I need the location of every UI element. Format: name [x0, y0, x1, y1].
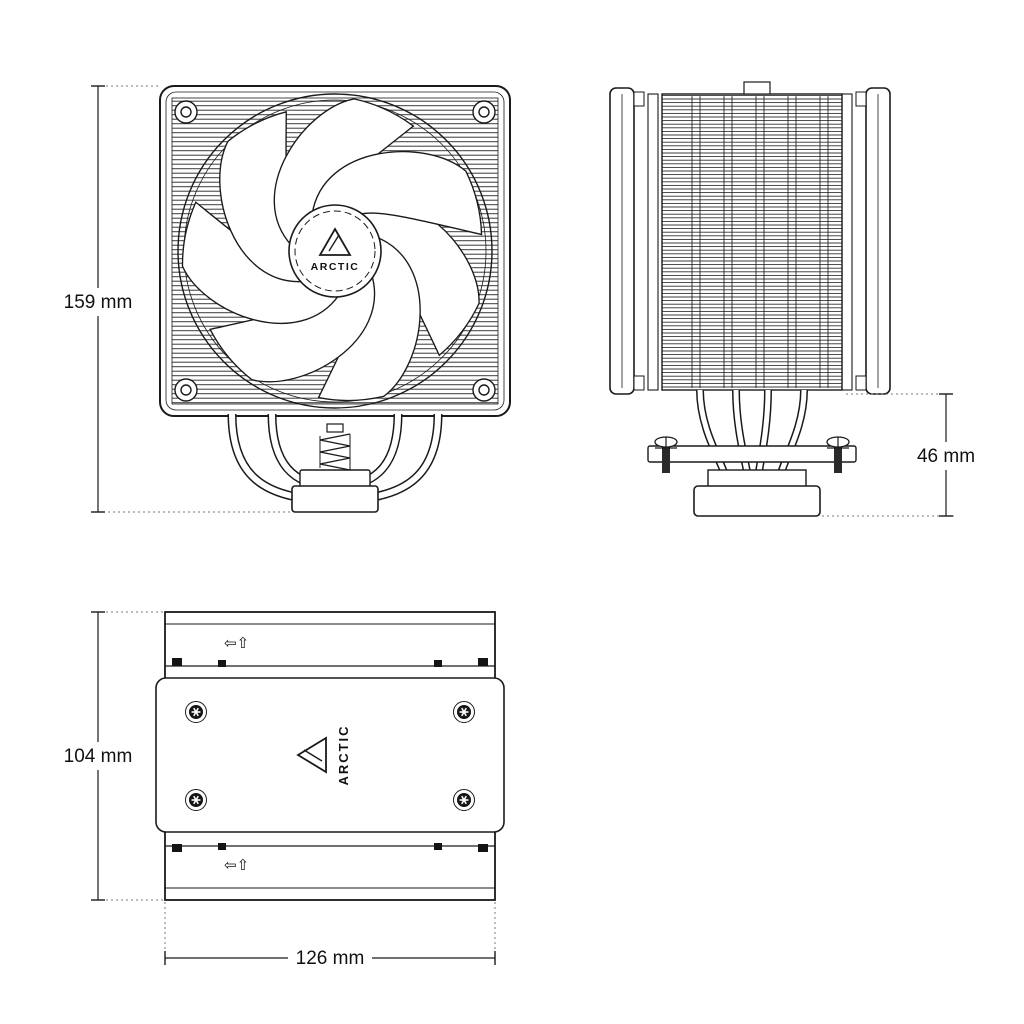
top-view: ⇦⇧ ⇦⇧ ARCTIC: [155, 611, 505, 901]
mounting-crossbar: [647, 445, 857, 463]
mounting-rail-right: [841, 93, 853, 391]
base-side: [693, 469, 821, 517]
dimension-label-base-height: 46 mm: [917, 446, 975, 467]
side-view: [609, 81, 891, 517]
dimension-front-height: 159 mm: [60, 85, 290, 513]
clip-notches: [172, 658, 488, 852]
mounting-rail-left: [647, 93, 659, 391]
torx-screw: [452, 700, 476, 724]
fan-frame-inner-edge: [165, 91, 505, 411]
fan-corner-screw: [174, 100, 198, 124]
dimension-label-height: 159 mm: [64, 292, 133, 313]
dimension-top-width: 126 mm: [164, 902, 496, 972]
top-plate-notch: [743, 81, 771, 95]
heatpipe-columns: [691, 96, 829, 388]
direction-arrows-top-icon: ⇦⇧: [224, 635, 249, 652]
fan-corner-screw: [472, 100, 496, 124]
fan-hub: ARCTIC: [288, 204, 382, 298]
arctic-triangle-swoosh: [303, 749, 323, 762]
heatpipes-side: [696, 389, 808, 480]
fan-corner-screw: [472, 378, 496, 402]
direction-arrows-bottom-icon: ⇦⇧: [224, 857, 249, 874]
fan-clip: [855, 375, 867, 391]
arctic-logo-top: ARCTIC: [296, 724, 351, 786]
arctic-triangle-swoosh: [328, 234, 340, 252]
fan-corner-screw: [174, 378, 198, 402]
torx-screw: [184, 788, 208, 812]
brand-text-front: ARCTIC: [311, 261, 360, 273]
heatsink-top-plate: [155, 677, 505, 833]
dimension-label-depth: 104 mm: [64, 746, 133, 767]
dimension-top-depth: 104 mm: [56, 611, 163, 901]
fin-stack-side: [661, 93, 843, 391]
spring-screw-front: [319, 423, 351, 471]
mounting-base-front: [291, 423, 379, 513]
fan-ring-outer: [177, 93, 493, 409]
arctic-logo-front: ARCTIC: [311, 227, 360, 273]
dimension-label-width: 126 mm: [296, 948, 365, 969]
fan-clip: [633, 91, 645, 107]
brand-text-top: ARCTIC: [336, 724, 351, 785]
fan-clip: [633, 375, 645, 391]
fan-clip: [855, 91, 867, 107]
dimension-side-base-height: 46 mm: [822, 393, 982, 517]
front-view: ARCTIC: [159, 85, 511, 513]
torx-screw: [184, 700, 208, 724]
torx-screw: [452, 788, 476, 812]
